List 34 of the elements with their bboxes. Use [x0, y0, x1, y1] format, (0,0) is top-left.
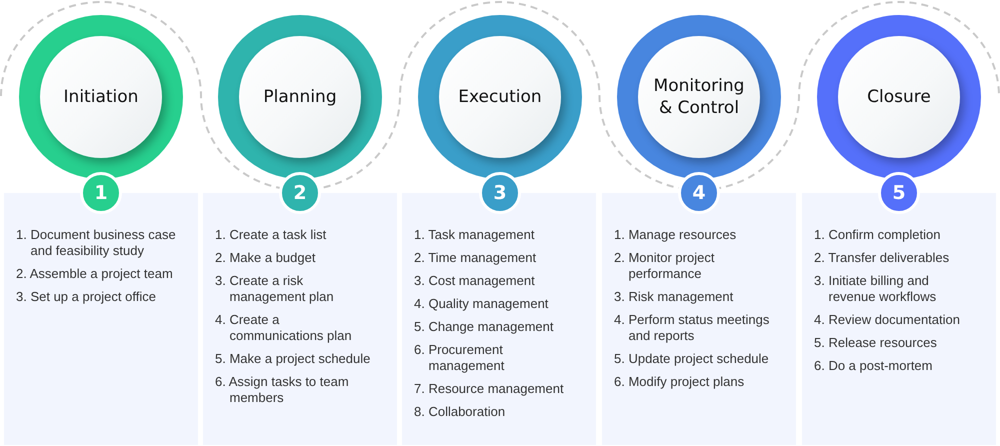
list-item: 2. Assemble a project team [16, 266, 174, 282]
phase-title: Execution [458, 86, 542, 108]
list-item: 4. Perform status meetings and reports [614, 312, 770, 344]
list-item: 2. Time management [414, 250, 538, 266]
list-item: 8. Collaboration [414, 404, 506, 420]
phase-title: Closure [867, 86, 931, 108]
list-item: 4. Create a communications plan [215, 312, 353, 344]
list-item: 3. Set up a project office [16, 289, 157, 305]
list-item: 2. Make a budget [215, 250, 316, 266]
list-item: 3. Risk management [614, 289, 734, 305]
list-item: 1. Create a task list [215, 227, 328, 243]
list-item: 2. Monitor project performance [614, 250, 716, 282]
phase-title: Initiation [64, 86, 138, 108]
list-item: 6. Do a post-mortem [814, 358, 934, 374]
list-item: 4. Quality management [414, 296, 550, 312]
list-item: 3. Cost management [414, 273, 536, 289]
list-item: 5. Change management [414, 319, 554, 335]
list-item: 3. Create a risk management plan [215, 273, 335, 305]
list-item: 6. Procurement management [414, 342, 506, 374]
list-item: 1. Task management [414, 227, 536, 243]
list-item: 4. Review documentation [814, 312, 961, 328]
phase-title: Planning [263, 86, 337, 108]
phase-title: Monitoring & Control [652, 75, 746, 119]
list-item: 6. Assign tasks to team members [215, 374, 350, 406]
list-item: 2. Transfer deliverables [814, 250, 950, 266]
list-item: 3. Initiate billing and revenue workflows [814, 273, 938, 305]
list-item: 6. Modify project plans [614, 374, 746, 390]
list-item: 5. Make a project schedule [215, 351, 372, 367]
list-item: 1. Document business case and feasibility study [16, 227, 177, 259]
list-item: 7. Resource management [414, 381, 565, 397]
list-item: 5. Update project schedule [614, 351, 770, 367]
list-item: 1. Manage resources [614, 227, 738, 243]
list-item: 1. Confirm completion [814, 227, 942, 243]
list-item: 5. Release resources [814, 335, 938, 351]
